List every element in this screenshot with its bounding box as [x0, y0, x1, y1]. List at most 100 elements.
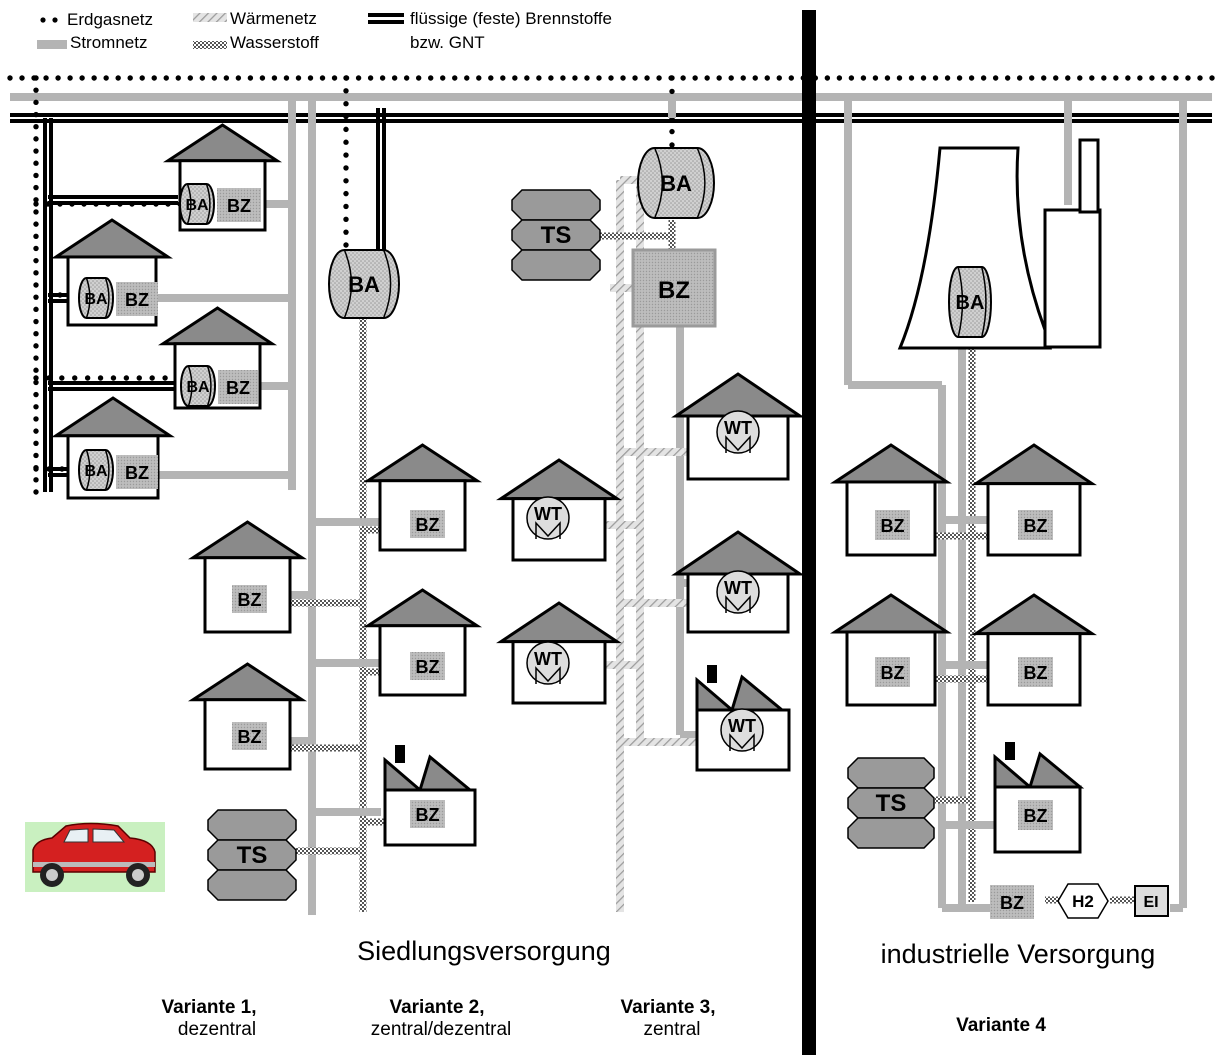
gas-dot [428, 75, 434, 81]
h2-line [968, 340, 976, 903]
fuel-cell-box [410, 510, 445, 538]
variant-2-subtitle: zentral/dezentral [371, 1019, 511, 1040]
variant-1-title: Variante 1, [161, 997, 256, 1018]
gas-tank-label: BA [185, 197, 209, 214]
fuel-cell-v4-3: BZ [875, 657, 910, 687]
plant-chimney [1078, 138, 1100, 214]
fuel-cell-label: BZ [1024, 806, 1048, 826]
gas-dot [644, 75, 650, 81]
storage-segment [207, 869, 297, 901]
gas-dot [752, 75, 758, 81]
gas-dot [33, 282, 39, 288]
power-line [942, 904, 991, 912]
power-line [312, 659, 382, 667]
power-line [312, 518, 382, 526]
tank-seam [654, 147, 663, 219]
fuel-cell-label: BZ [226, 378, 250, 398]
gas-dot [343, 113, 349, 120]
gas-dot [956, 75, 963, 81]
power-line [942, 516, 1021, 524]
gas-dot [669, 88, 675, 95]
power-line [958, 340, 966, 909]
gas-dot [1041, 75, 1047, 81]
heat-exchanger-v3-3: WT [716, 570, 760, 614]
gas-dot [944, 75, 951, 81]
storage-v4: TS [847, 757, 935, 849]
gas-tank-v4: BA [948, 266, 992, 338]
gas-dot [572, 75, 578, 81]
gas-dot [548, 75, 554, 81]
gas-tank-label: BA [186, 379, 210, 396]
gas-dot [187, 75, 193, 81]
storage-segment [511, 249, 601, 281]
gas-dot [669, 142, 675, 148]
gas-dot [33, 489, 39, 495]
fuel-cell-label: BZ [416, 657, 440, 677]
power-line [680, 731, 701, 739]
gas-dot [33, 111, 39, 118]
power-line [1170, 904, 1184, 912]
variant-4: Variante 4 [956, 1015, 1046, 1036]
roof [971, 593, 1097, 636]
fuel-cell-box [116, 455, 158, 489]
gas-dot [110, 375, 117, 381]
section-settlement: Siedlungsversorgung [357, 936, 611, 966]
gas-dot [1149, 75, 1155, 81]
roof [187, 662, 308, 702]
fuel-cell-box [1018, 510, 1053, 540]
gas-dot [343, 190, 349, 197]
gas-dot [33, 391, 39, 398]
gas-dot [716, 75, 722, 81]
gas-dot [103, 75, 109, 81]
fuel-line [48, 293, 76, 297]
heat-line [580, 661, 641, 669]
gas-dot [149, 375, 155, 381]
heat-exchanger-coil [729, 733, 755, 751]
hydrogen-label: H2 [1072, 892, 1094, 911]
gas-dot [211, 75, 218, 81]
gas-dot [488, 75, 494, 81]
roof [51, 218, 173, 259]
roof [671, 530, 805, 576]
variant-4-title: Variante 4 [956, 1015, 1046, 1036]
gas-dot [33, 477, 39, 483]
fuel-cell-label: BZ [658, 277, 690, 304]
fuel-cell-box [410, 652, 445, 680]
fuel-cell-label: BZ [881, 516, 905, 536]
power-line [668, 97, 676, 119]
tank-seam [343, 249, 353, 319]
gas-dot [440, 75, 446, 81]
gas-dot [331, 75, 338, 81]
gas-dot [704, 75, 710, 81]
fuel-line [376, 108, 380, 261]
fuel-cell-label: BZ [416, 805, 440, 825]
gas-dot [33, 466, 39, 472]
power-line [10, 93, 1213, 101]
chimney [1005, 742, 1015, 760]
gas-dot [669, 128, 675, 135]
tank-seam [696, 147, 706, 219]
roof [971, 443, 1097, 486]
gas-dot [343, 203, 349, 210]
variant-2-title: Variante 2, [389, 997, 484, 1018]
fuel-cell-box [218, 370, 258, 404]
heat-line [620, 599, 716, 607]
fuel-cell-label: BZ [125, 290, 149, 310]
gas-tank-label: BA [84, 463, 108, 480]
gas-tank-label: BA [660, 171, 692, 196]
roof [830, 593, 952, 634]
gas-dot [33, 124, 39, 130]
heat-exchanger-circle [716, 410, 760, 454]
roof [51, 396, 175, 438]
house-v2-2 [187, 520, 308, 634]
gas-dot [33, 416, 39, 422]
gas-dot [91, 75, 97, 81]
roof [671, 372, 805, 418]
section-industrial: industrielle Versorgung [881, 939, 1156, 969]
power-line [1064, 97, 1072, 206]
gas-dot [199, 75, 206, 81]
legend-fuel-label-1: flüssige (feste) Brennstoffe [410, 9, 612, 28]
gas-dot [379, 75, 386, 81]
